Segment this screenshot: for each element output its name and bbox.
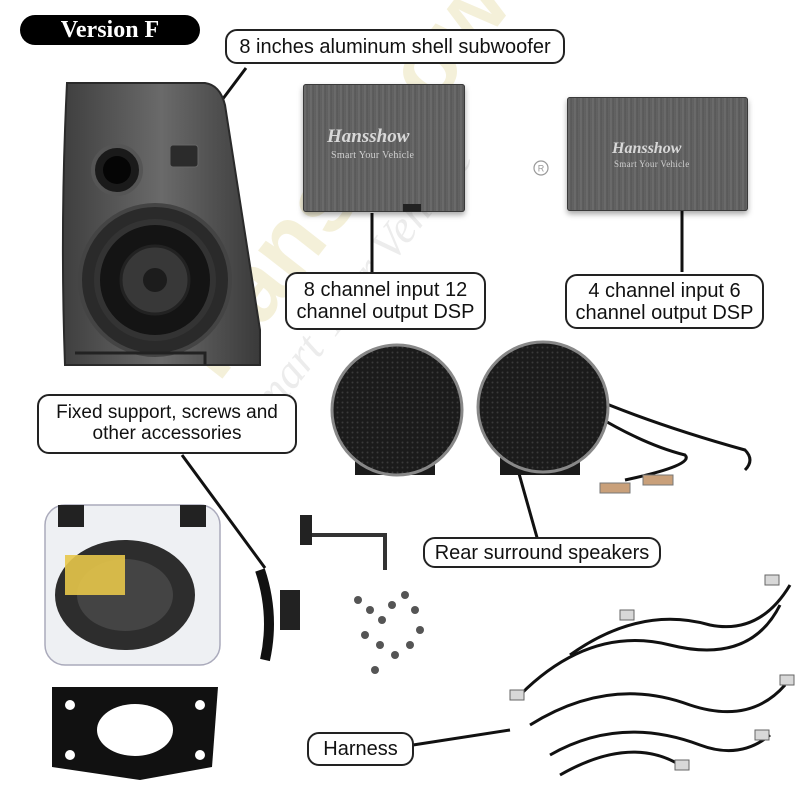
label-dsp-8ch: 8 channel input 12 channel output DSP: [285, 272, 486, 330]
label-harness: Harness: [307, 732, 414, 766]
dsp-8ch-image: Hansshow Smart Your Vehicle: [303, 84, 465, 212]
dsp-8ch-brand: Hansshow: [327, 126, 410, 147]
connector-harness: [412, 728, 511, 747]
dsp-4ch-brand: Hansshow: [612, 140, 682, 157]
svg-text:R: R: [538, 164, 545, 174]
dsp-4ch-tagline: Smart Your Vehicle: [614, 159, 690, 169]
registered-mark-icon: R: [533, 160, 549, 176]
label-subwoofer: 8 inches aluminum shell subwoofer: [225, 29, 565, 64]
harness-image: [509, 574, 795, 777]
subwoofer-image: [61, 82, 261, 366]
connector-rear-speakers: [516, 469, 540, 542]
dsp-4ch-image: Hansshow Smart Your Vehicle: [567, 97, 748, 211]
dsp-8ch-tagline: Smart Your Vehicle: [331, 150, 415, 161]
rear-speakers-image: [330, 340, 752, 494]
dsp-8ch-port: [403, 204, 421, 212]
connector-accessories: [180, 454, 267, 569]
label-rear-speakers: Rear surround speakers: [423, 537, 661, 568]
label-dsp-4ch: 4 channel input 6 channel output DSP: [565, 274, 764, 329]
label-accessories: Fixed support, screws and other accessor…: [37, 394, 297, 454]
version-badge: Version F: [20, 15, 200, 45]
accessories-image: [44, 504, 424, 780]
